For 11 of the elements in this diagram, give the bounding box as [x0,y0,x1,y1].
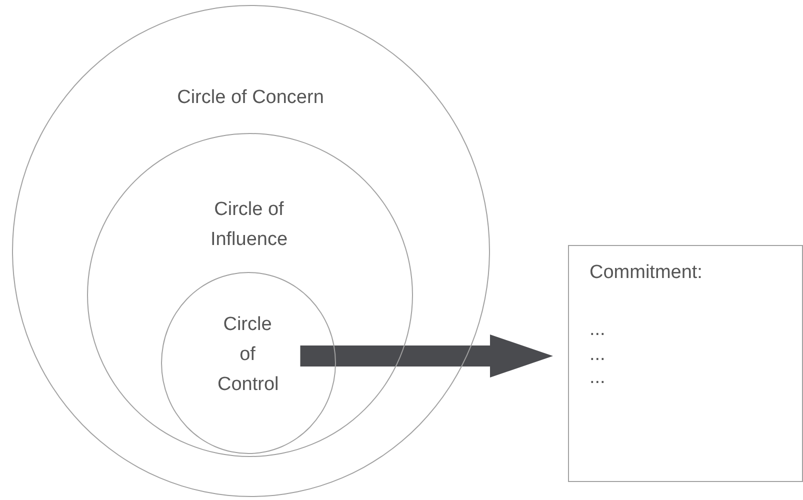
circle-label: Circle of Influence [209,198,289,252]
control-circle [161,272,336,454]
box-heading: Commitment: [590,260,702,284]
ellipsis-text: ... [590,342,606,366]
circle-label: Circle of Concern [177,86,324,110]
influence-circle [86,132,412,456]
ellipsis-text: ... [590,366,606,390]
concern-circle [12,5,490,497]
circle-label: Circle of Control [218,312,278,396]
commitment-box [568,245,803,482]
ellipsis-text: ... [590,318,606,342]
